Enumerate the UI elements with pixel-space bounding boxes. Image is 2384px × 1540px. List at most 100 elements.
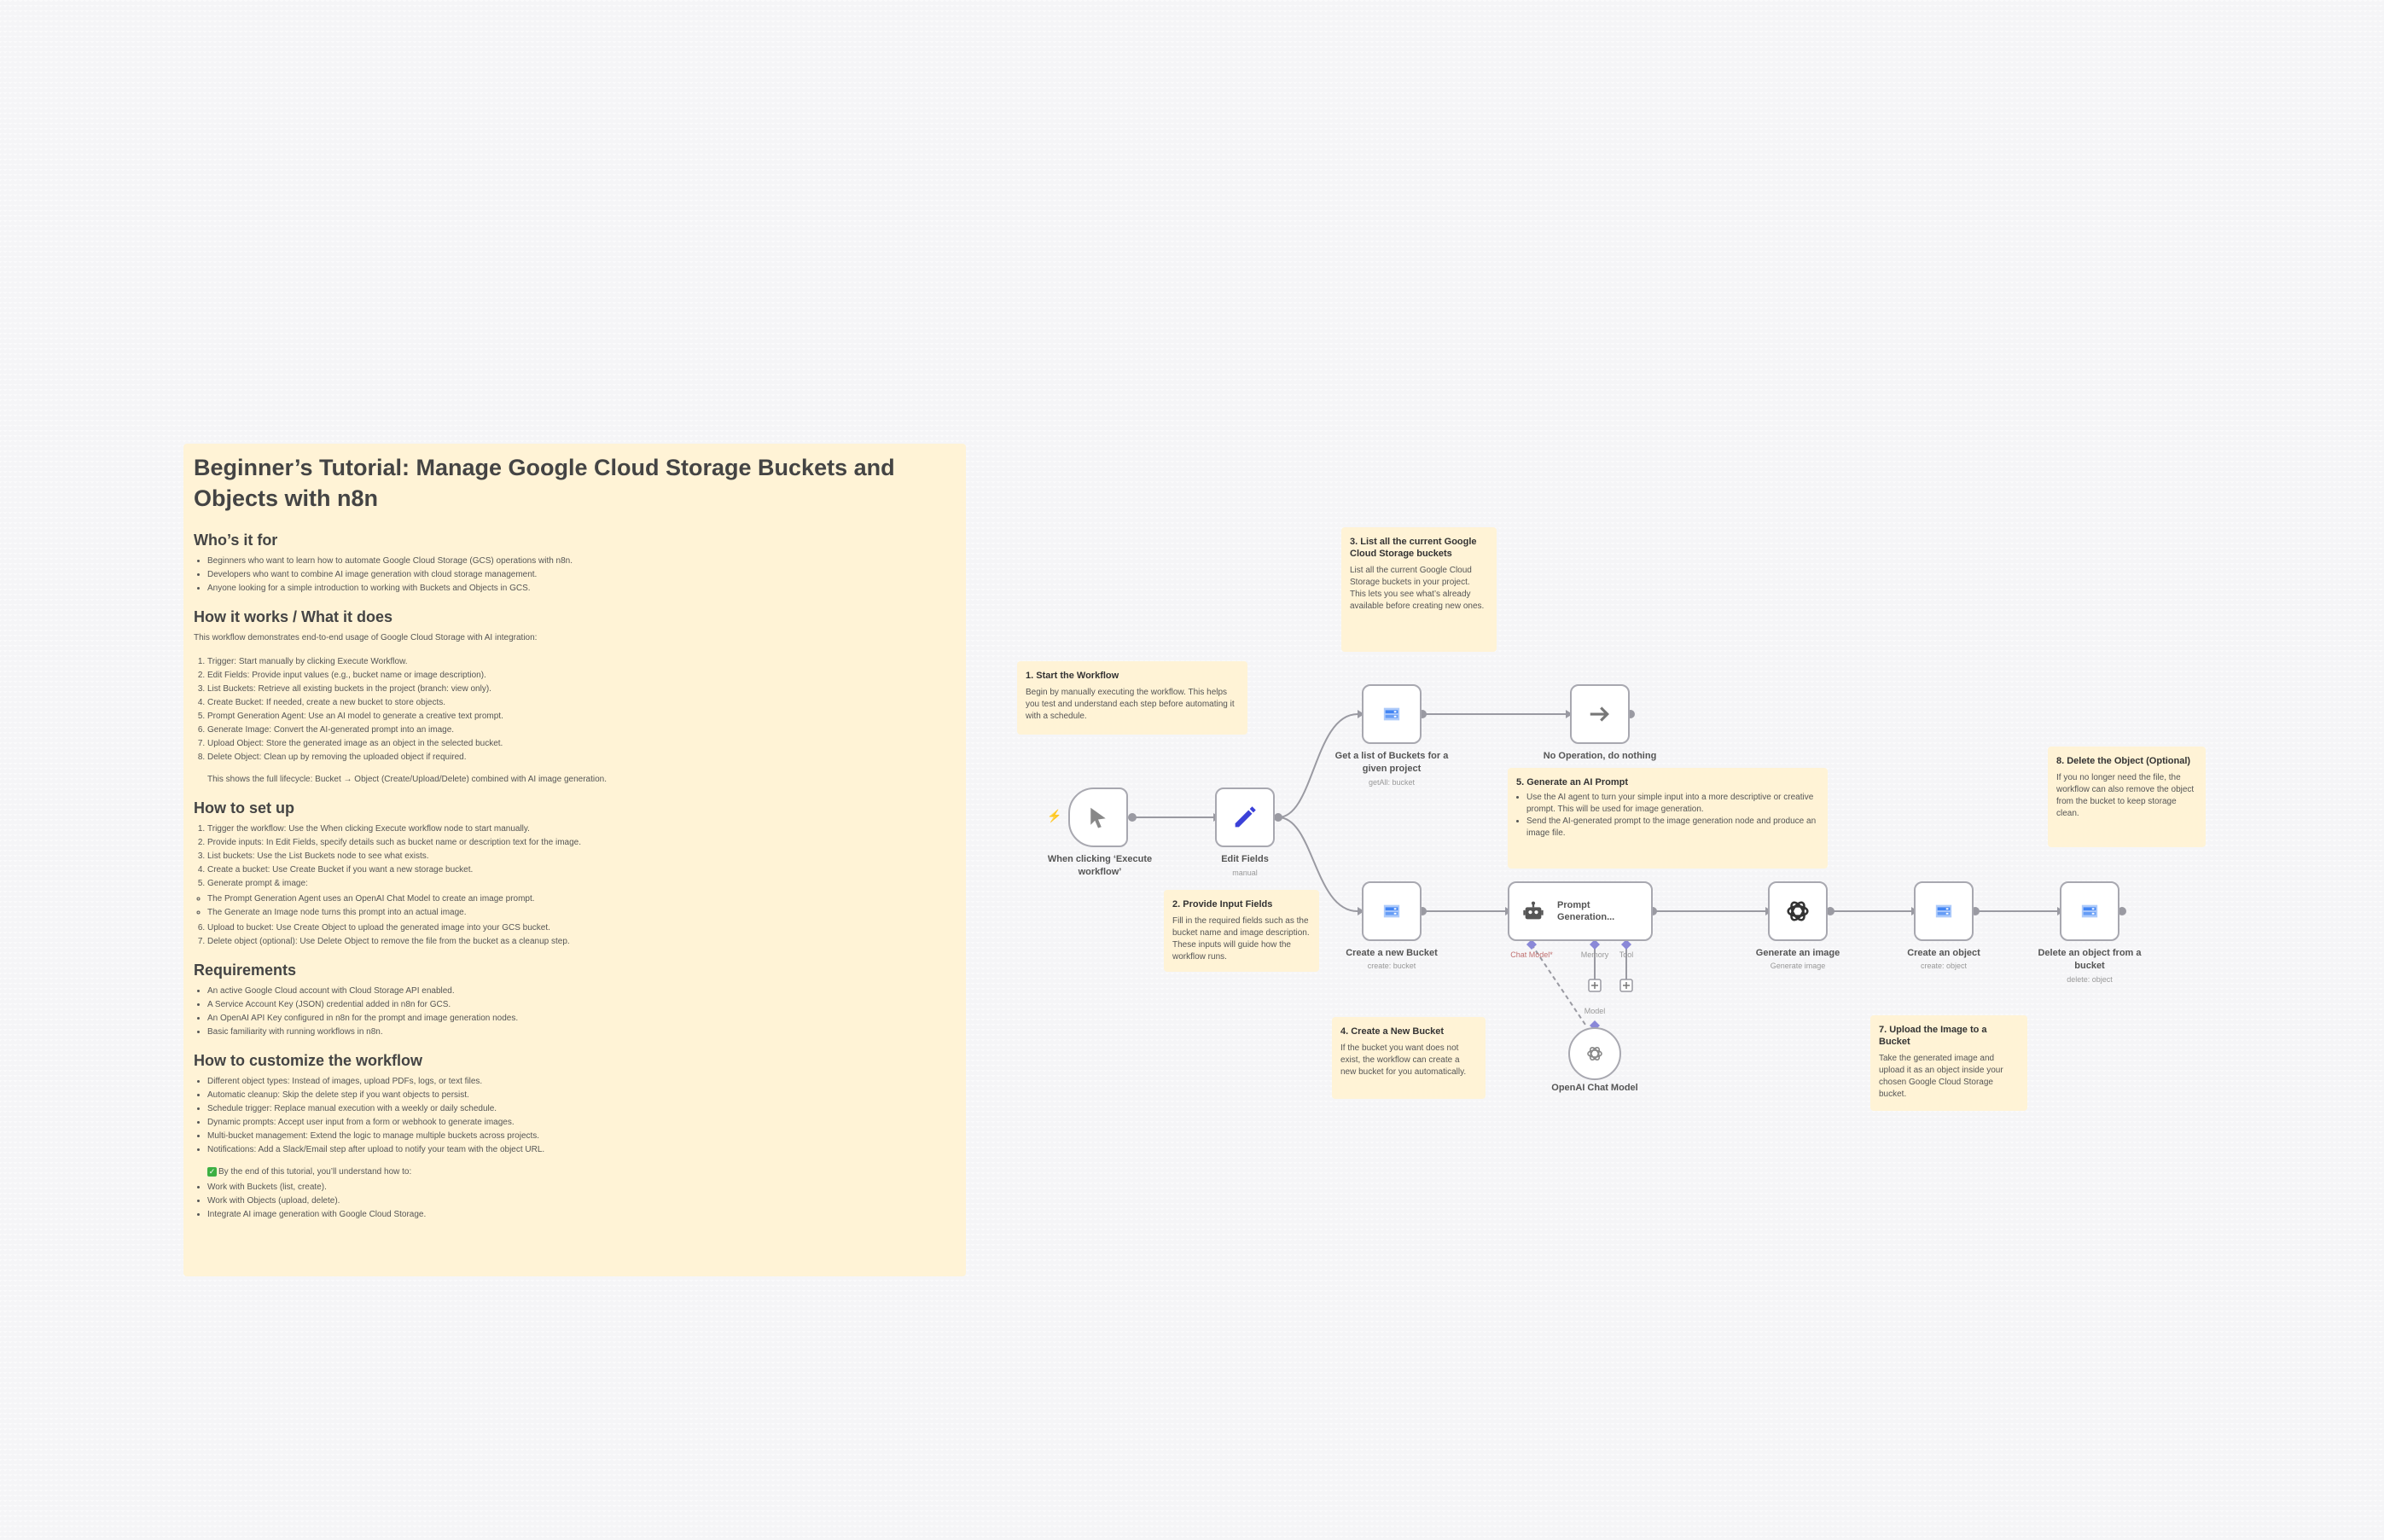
node-label: Create a new Bucket xyxy=(1346,948,1438,958)
note-body: Fill in the required fields such as the … xyxy=(1172,916,1310,962)
note-body: If you no longer need the file, the work… xyxy=(2056,773,2195,818)
node-subtitle: create: object xyxy=(1920,962,1968,970)
list-item: Dynamic prompts: Accept user input from … xyxy=(207,1116,956,1130)
list-item: Provide inputs: In Edit Fields, specify … xyxy=(207,836,956,850)
edge-edit-getall xyxy=(1277,713,1358,818)
list-item: The Generate an Image node turns this pr… xyxy=(207,906,956,920)
list-item: Generate prompt & image: xyxy=(207,877,956,891)
list-item: Prompt Generation Agent: Use an AI model… xyxy=(207,710,956,724)
list-item: Create a bucket: Use Create Bucket if yo… xyxy=(207,863,956,877)
check-icon: ✓ xyxy=(207,1167,217,1177)
output-port xyxy=(1274,813,1282,822)
google-cloud-storage-icon xyxy=(1935,904,1952,918)
list-item: Trigger the workflow: Use the When click… xyxy=(207,822,956,836)
list-item: List Buckets: Retrieve all existing buck… xyxy=(207,683,956,696)
list-item: Use the AI agent to turn your simple inp… xyxy=(1526,792,1819,816)
node-label: Create an object xyxy=(1907,948,1980,958)
requirements-list: An active Google Cloud account with Clou… xyxy=(194,985,956,1039)
port-label-memory: Memory xyxy=(1580,950,1609,959)
openai-icon xyxy=(1787,901,1809,921)
node-label: Delete an object from a bucket xyxy=(2038,948,2142,971)
plus-icon xyxy=(1623,982,1630,989)
node-get-buckets[interactable] xyxy=(1362,684,1422,744)
node-create-object[interactable] xyxy=(1914,881,1974,941)
port-label-model: Model xyxy=(1584,1007,1606,1015)
node-create-bucket[interactable] xyxy=(1362,881,1422,941)
sub-port-tool xyxy=(1621,939,1631,950)
sticky-note-create-bucket[interactable]: 4. Create a New Bucket If the bucket you… xyxy=(1332,1017,1486,1099)
node-label: Prompt Generation... xyxy=(1557,900,1615,922)
sticky-note-delete-object[interactable]: 8. Delete the Object (Optional) If you n… xyxy=(2048,747,2206,847)
pencil-icon xyxy=(1235,806,1256,828)
list-item: Beginners who want to learn how to autom… xyxy=(207,555,956,568)
node-generate-image[interactable] xyxy=(1768,881,1828,941)
output-port xyxy=(1826,907,1835,915)
requirements-heading: Requirements xyxy=(194,962,297,979)
how-steps: Trigger: Start manually by clicking Exec… xyxy=(194,655,956,764)
tutorial-sticky-note[interactable]: Beginner’s Tutorial: Manage Google Cloud… xyxy=(183,444,966,1276)
customize-list: Different object types: Instead of image… xyxy=(194,1075,956,1157)
sticky-note-upload-image[interactable]: 7. Upload the Image to a Bucket Take the… xyxy=(1870,1015,2027,1111)
setup-substeps: The Prompt Generation Agent uses an Open… xyxy=(194,892,956,920)
note-list: Use the AI agent to turn your simple inp… xyxy=(1516,792,1819,840)
google-cloud-storage-icon xyxy=(2081,904,2098,918)
list-item: Work with Buckets (list, create). xyxy=(207,1181,956,1194)
node-manual-trigger[interactable] xyxy=(1068,787,1128,847)
end-list: Work with Buckets (list, create). Work w… xyxy=(194,1181,956,1222)
sticky-note-list-buckets[interactable]: 3. List all the current Google Cloud Sto… xyxy=(1341,527,1497,652)
list-item: Automatic cleanup: Skip the delete step … xyxy=(207,1089,956,1102)
list-item: A Service Account Key (JSON) credential … xyxy=(207,998,956,1012)
node-prompt-generation-agent[interactable]: Prompt Generation... xyxy=(1508,881,1653,941)
list-item: Generate Image: Convert the AI-generated… xyxy=(207,724,956,737)
list-item: Notifications: Add a Slack/Email step af… xyxy=(207,1143,956,1157)
list-item: Schedule trigger: Replace manual executi… xyxy=(207,1102,956,1116)
node-subtitle: getAll: bucket xyxy=(1368,778,1416,787)
list-item: Integrate AI image generation with Googl… xyxy=(207,1208,956,1222)
node-edit-fields[interactable] xyxy=(1215,787,1275,847)
node-subtitle: delete: object xyxy=(2067,975,2113,984)
note-title: 2. Provide Input Fields xyxy=(1172,899,1273,909)
arrowhead xyxy=(1358,907,1364,915)
list-item: Delete object (optional): Use Delete Obj… xyxy=(207,935,956,949)
plus-icon xyxy=(1591,982,1598,989)
how-outro: This shows the full lifecycle: Bucket → … xyxy=(207,775,607,784)
node-label: Edit Fields xyxy=(1221,854,1269,864)
note-title: 7. Upload the Image to a Bucket xyxy=(1879,1025,1987,1047)
google-cloud-storage-icon xyxy=(1383,707,1400,721)
list-item: Trigger: Start manually by clicking Exec… xyxy=(207,655,956,669)
list-item: Different object types: Instead of image… xyxy=(207,1075,956,1089)
sticky-note-input-fields[interactable]: 2. Provide Input Fields Fill in the requ… xyxy=(1164,890,1319,972)
note-title: 5. Generate an AI Prompt xyxy=(1516,777,1629,787)
list-item: List buckets: Use the List Buckets node … xyxy=(207,850,956,863)
end-intro: ✓By the end of this tutorial, you’ll und… xyxy=(194,1165,956,1179)
customize-heading: How to customize the workflow xyxy=(194,1052,423,1069)
note-body: Begin by manually executing the workflow… xyxy=(1026,688,1235,721)
note-title: 8. Delete the Object (Optional) xyxy=(2056,756,2191,766)
openai-icon xyxy=(1587,1046,1602,1061)
arrowhead xyxy=(1358,710,1364,718)
list-item: Create Bucket: If needed, create a new b… xyxy=(207,696,956,710)
node-label: When clicking ‘Execute workflow’ xyxy=(1047,854,1153,877)
note-title: 3. List all the current Google Cloud Sto… xyxy=(1350,537,1477,559)
list-item: Developers who want to combine AI image … xyxy=(207,568,956,582)
node-openai-chat-model[interactable] xyxy=(1568,1027,1621,1080)
setup-steps-2: Upload to bucket: Use Create Object to u… xyxy=(194,921,956,949)
tutorial-title: Beginner’s Tutorial: Manage Google Cloud… xyxy=(194,455,895,511)
edge-chatmodel-agent xyxy=(1531,944,1588,1028)
output-port xyxy=(2118,907,2126,915)
node-delete-object[interactable] xyxy=(2060,881,2119,941)
node-label: Get a list of Buckets for a given projec… xyxy=(1334,751,1449,774)
google-cloud-storage-icon xyxy=(1383,904,1400,918)
node-label: No Operation, do nothing xyxy=(1543,751,1657,761)
list-item: Delete Object: Clean up by removing the … xyxy=(207,751,956,764)
note-title: 1. Start the Workflow xyxy=(1026,671,1119,681)
node-no-operation[interactable] xyxy=(1570,684,1630,744)
how-heading: How it works / What it does xyxy=(194,608,393,625)
node-label: OpenAI Chat Model xyxy=(1551,1083,1638,1093)
sticky-note-ai-prompt[interactable]: 5. Generate an AI Prompt Use the AI agen… xyxy=(1508,768,1828,869)
sticky-note-start-workflow[interactable]: 1. Start the Workflow Begin by manually … xyxy=(1017,661,1247,735)
how-intro: This workflow demonstrates end-to-end us… xyxy=(194,633,538,642)
list-item: Upload Object: Store the generated image… xyxy=(207,737,956,751)
list-item: Upload to bucket: Use Create Object to u… xyxy=(207,921,956,935)
note-body: Take the generated image and upload it a… xyxy=(1879,1054,2003,1099)
